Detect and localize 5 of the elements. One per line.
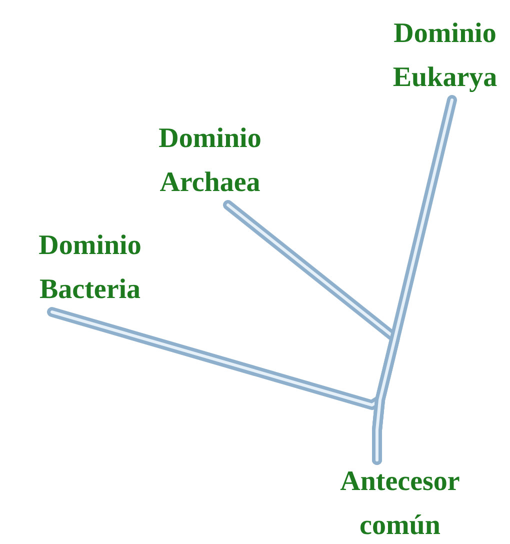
branch-label: Dominio Archaea xyxy=(158,122,262,200)
branch-label: Dominio Eukarya xyxy=(392,17,498,95)
tree-branch xyxy=(372,95,457,465)
branch-label: Antecesor común xyxy=(339,465,461,543)
branch-label: Dominio Bacteria xyxy=(38,229,142,307)
